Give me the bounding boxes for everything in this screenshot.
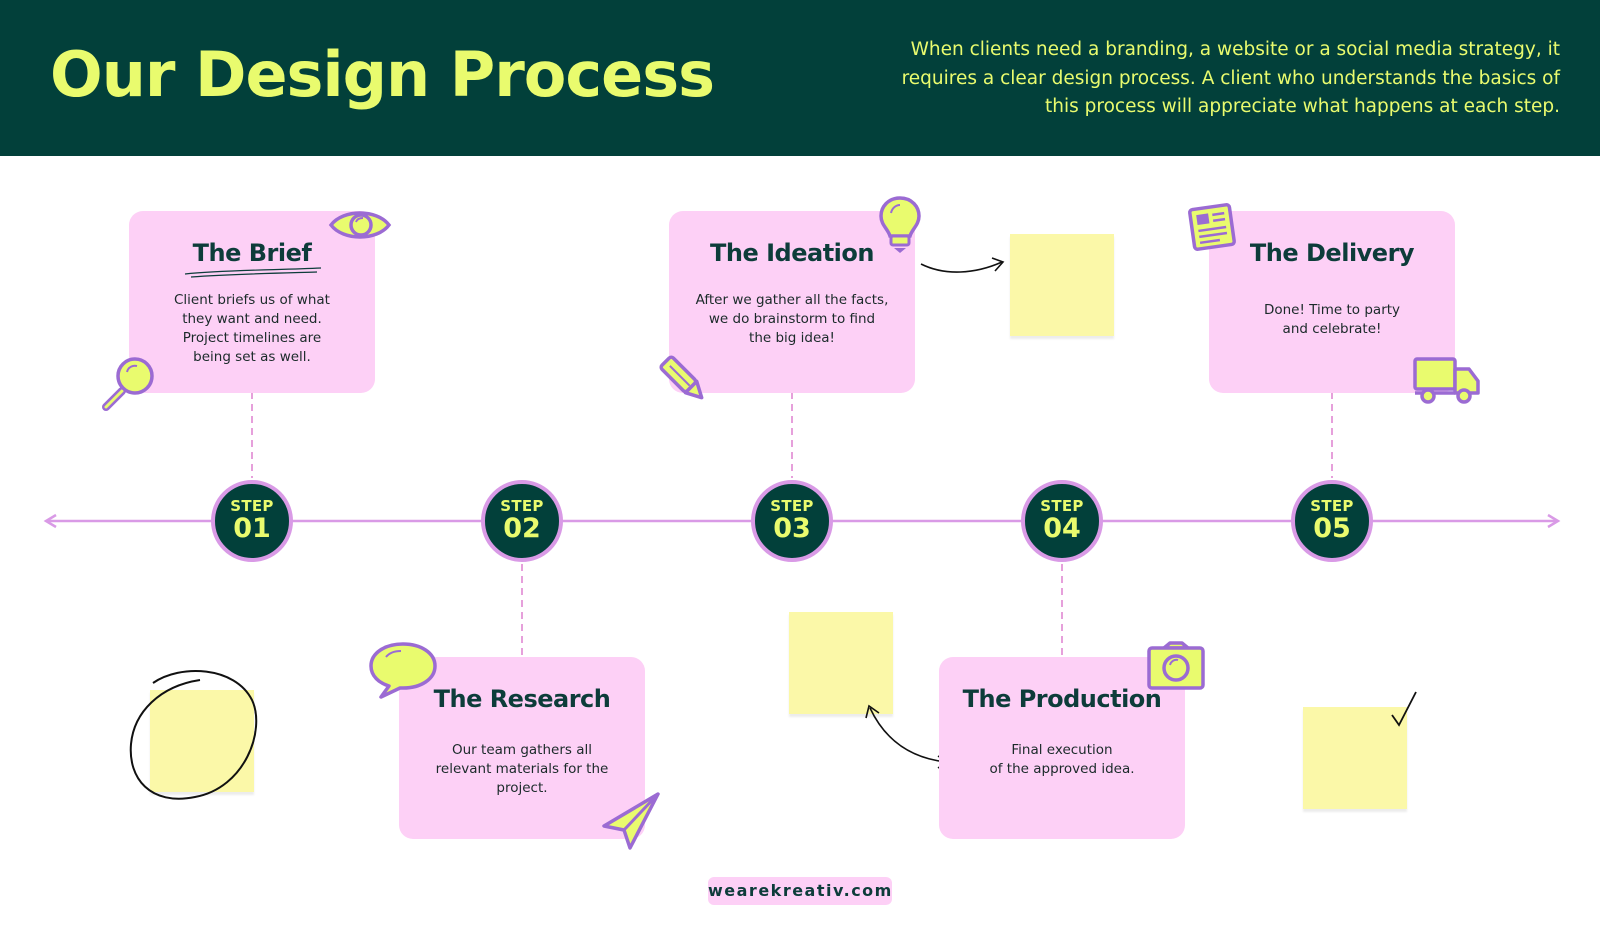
intro-line: this process will appreciate what happen…: [1045, 96, 1560, 117]
desc-line: Done! Time to party: [1263, 302, 1401, 318]
desc-line: Project timelines are: [182, 330, 322, 346]
desc-line: project.: [496, 780, 548, 796]
intro-text: When clients need a branding, a website …: [800, 36, 1560, 122]
card-title: The Brief: [192, 239, 312, 267]
card-description: Done! Time to party and celebrate!: [1229, 301, 1435, 339]
desc-line: Our team gathers all: [452, 742, 592, 758]
intro-line: requires a clear design process. A clien…: [901, 67, 1560, 89]
curved-arrow-head: [991, 257, 1005, 272]
card-description: After we gather all the facts, we do bra…: [689, 291, 895, 348]
truck-icon: [1413, 357, 1480, 404]
step-marker-05: STEP 05: [1291, 480, 1373, 562]
newspaper-icon: [1188, 203, 1236, 251]
speech-bubble-icon: [369, 642, 437, 699]
desc-line: of the approved idea.: [989, 761, 1135, 777]
circle-doodle: [129, 669, 258, 800]
step-card-brief: The Brief Client briefs us of what they …: [129, 211, 375, 393]
card-description: Our team gathers all relevant materials …: [419, 741, 625, 798]
axis-arrow-right: [1547, 513, 1561, 529]
step-number: 05: [1313, 513, 1351, 544]
website-link[interactable]: wearekreativ.com: [708, 877, 892, 905]
step-number: 04: [1043, 513, 1081, 544]
card-title: The Delivery: [1249, 239, 1415, 267]
desc-line: they want and need.: [182, 311, 322, 327]
sticky-note: [1010, 234, 1114, 336]
step-number: 02: [503, 513, 541, 544]
step-number: 01: [233, 513, 271, 544]
step-number: 03: [773, 513, 811, 544]
step-label: STEP: [1040, 497, 1084, 515]
desc-line: Final execution: [1011, 742, 1113, 758]
pencil-icon: [659, 355, 704, 400]
lightbulb-icon: [879, 196, 921, 253]
card-description: Client briefs us of what they want and n…: [149, 291, 355, 367]
card-title: The Production: [962, 685, 1162, 713]
card-title: The Ideation: [710, 239, 874, 267]
page-title: Our Design Process: [50, 38, 715, 111]
intro-line: When clients need a branding, a website …: [910, 39, 1560, 60]
sticky-note: [150, 690, 254, 792]
step-label: STEP: [230, 497, 274, 515]
desc-line: relevant materials for the: [435, 761, 609, 777]
axis-arrow-left: [43, 513, 57, 529]
step-label: STEP: [770, 497, 814, 515]
header-banner: Our Design Process When clients need a b…: [0, 0, 1600, 156]
step-marker-03: STEP 03: [751, 480, 833, 562]
desc-line: After we gather all the facts,: [695, 292, 889, 308]
step-card-production: The Production Final execution of the ap…: [939, 657, 1185, 839]
step-label: STEP: [1310, 497, 1354, 515]
sticky-note: [789, 612, 893, 714]
desc-line: we do brainstorm to find: [708, 311, 876, 327]
underline-scribble: [184, 267, 322, 278]
step-marker-02: STEP 02: [481, 480, 563, 562]
curved-arrow: [920, 261, 1003, 273]
desc-line: being set as well.: [193, 349, 311, 365]
step-card-ideation: The Ideation After we gather all the fac…: [669, 211, 915, 393]
eye-icon: [328, 211, 392, 239]
step-marker-01: STEP 01: [211, 480, 293, 562]
desc-line: and celebrate!: [1282, 321, 1382, 337]
step-label: STEP: [500, 497, 544, 515]
desc-line: the big idea!: [749, 330, 835, 346]
sticky-note: [1303, 707, 1407, 809]
step-marker-04: STEP 04: [1021, 480, 1103, 562]
magnifier-icon: [102, 357, 154, 411]
card-description: Final execution of the approved idea.: [959, 741, 1165, 779]
double-arrow: [869, 707, 947, 763]
card-title: The Research: [433, 685, 611, 713]
double-arrow-tail: [865, 704, 880, 719]
step-card-research: The Research Our team gathers all releva…: [399, 657, 645, 839]
checkmark-icon: [1391, 691, 1417, 727]
camera-icon: [1147, 641, 1205, 690]
desc-line: Client briefs us of what: [174, 292, 330, 308]
paper-plane-icon: [602, 792, 660, 850]
